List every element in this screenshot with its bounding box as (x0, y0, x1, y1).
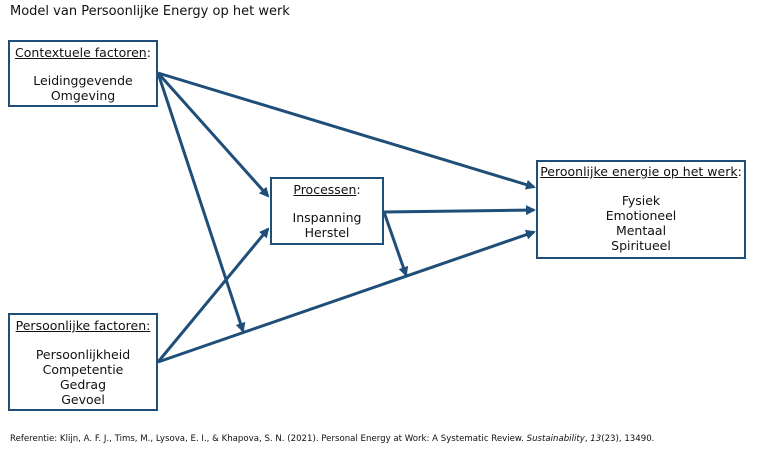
arrow-personal-to-energy (157, 229, 536, 364)
reference-volume: 13 (590, 434, 602, 444)
arrow-processes-to-energy (383, 205, 536, 216)
energy-item: Emotioneel (605, 208, 677, 223)
personal-factor-item: Persoonlijkheid (35, 347, 131, 362)
diagram-title: Model van Persoonlijke Energy op het wer… (10, 4, 290, 19)
arrow-processes-to-moderation (382, 211, 409, 277)
personal-factor-item: Gedrag (59, 377, 107, 392)
arrow-context-to-moderation (156, 72, 246, 333)
personal-factors-heading: Persoonlijke factoren: (15, 318, 151, 333)
personal-energy-heading: Peroonlijke energie op het werk: (540, 164, 742, 179)
context-factors-box: Contextuele factoren: Leidinggevende Omg… (8, 40, 158, 107)
personal-factors-box: Persoonlijke factoren: Persoonlijkheid C… (8, 313, 158, 411)
process-item: Inspanning (292, 210, 362, 225)
energy-item: Spiritueel (611, 238, 671, 253)
arrow-personal-to-processes (156, 227, 270, 363)
context-factor-item: Leidinggevende (33, 73, 133, 88)
arrow-context-to-processes (156, 72, 270, 198)
energy-item: Fysiek (621, 193, 661, 208)
processes-heading: Processen: (293, 182, 361, 197)
personal-factor-item: Competentie (42, 362, 124, 377)
personal-energy-box: Peroonlijke energie op het werk: Fysiek … (536, 160, 746, 259)
arrow-context-to-energy (157, 71, 536, 190)
reference-journal: Sustainability (526, 434, 585, 444)
processes-box: Processen: Inspanning Herstel (270, 177, 384, 245)
context-factors-heading: Contextuele factoren: (15, 45, 151, 60)
process-item: Herstel (304, 225, 350, 240)
reference-citation: Referentie: Klijn, A. F. J., Tims, M., L… (10, 434, 655, 444)
personal-factor-item: Gevoel (61, 392, 105, 407)
energy-item: Mentaal (615, 223, 667, 238)
context-factor-item: Omgeving (50, 88, 116, 103)
